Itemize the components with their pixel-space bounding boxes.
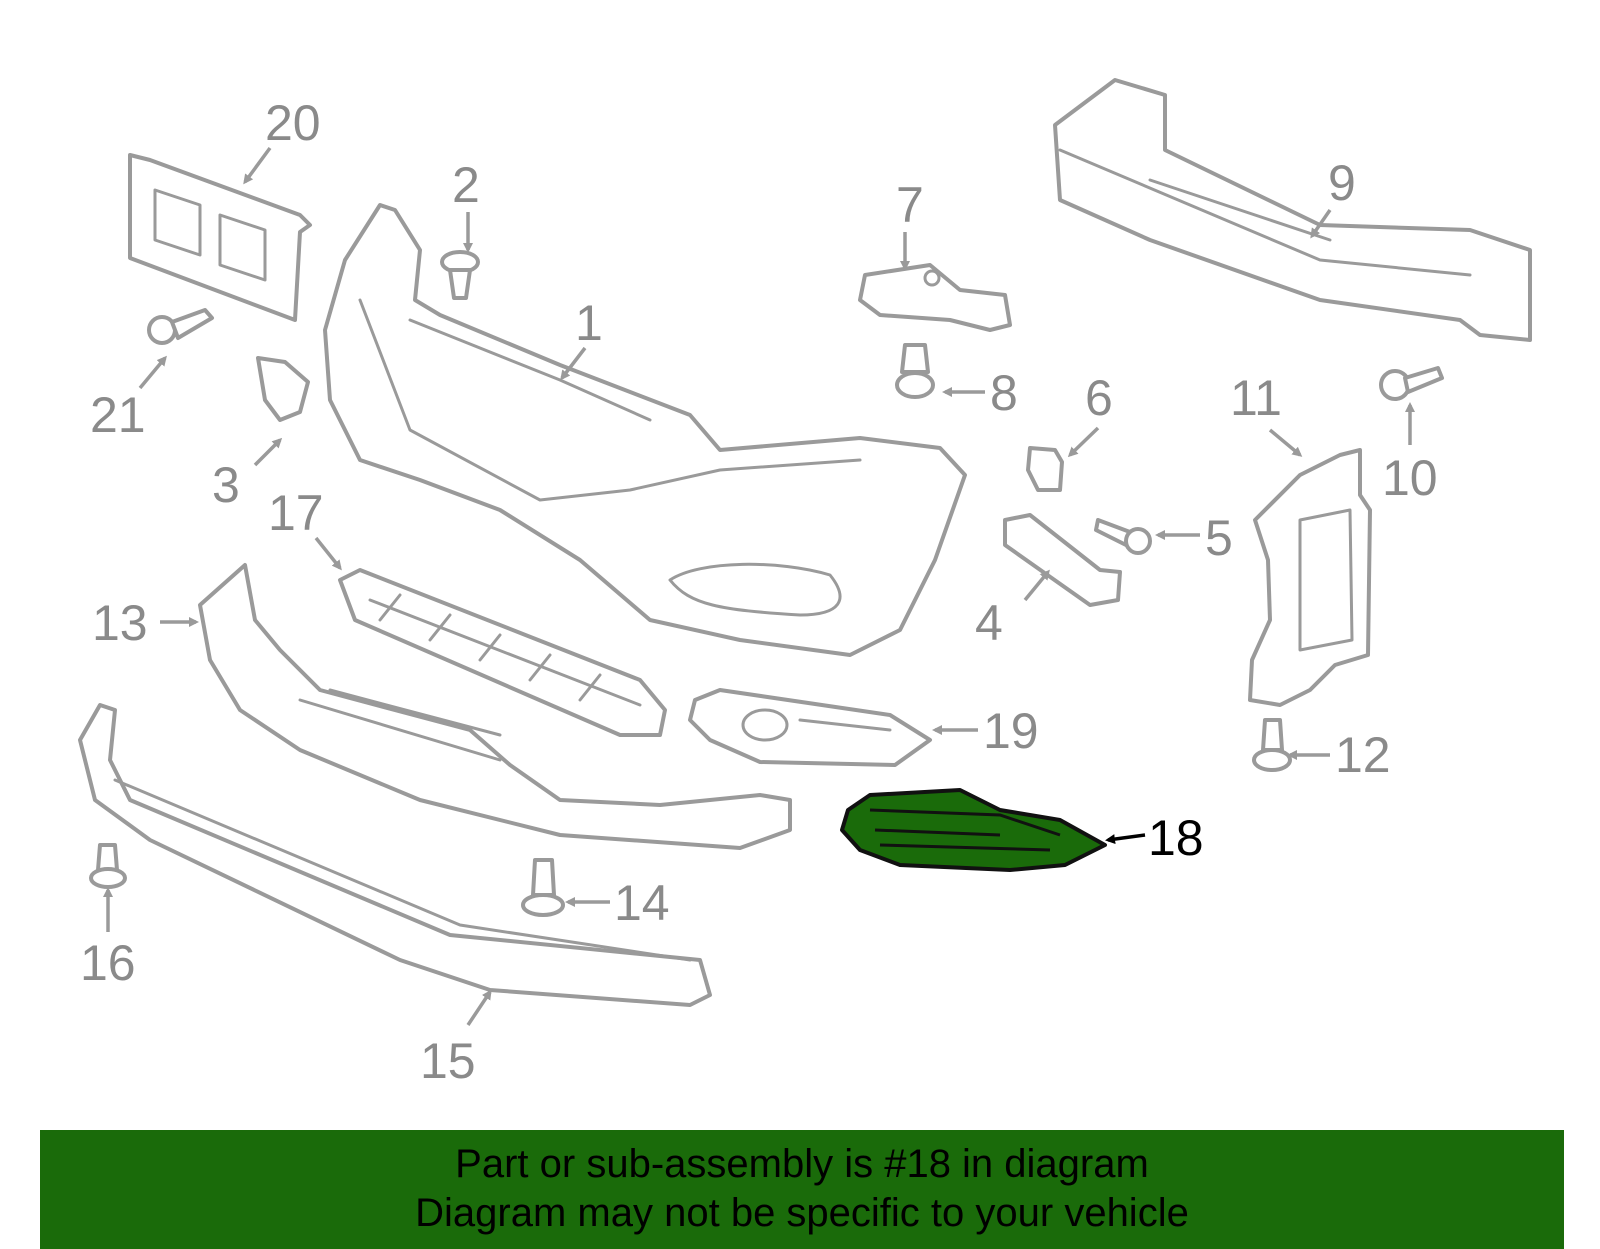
callout-5: 5 [1205, 510, 1233, 566]
part-4-bracket[interactable] [1003, 513, 1122, 607]
callout-16: 16 [80, 935, 136, 991]
part-16-fastener[interactable] [89, 843, 127, 889]
part-14-fastener[interactable] [521, 858, 565, 917]
info-banner: Part or sub-assembly is #18 in diagram D… [40, 1130, 1564, 1249]
callout-3: 3 [212, 457, 240, 513]
part-11-side-bracket[interactable] [1248, 448, 1372, 707]
part-15-lower-lip[interactable] [78, 703, 712, 1007]
callout-21: 21 [90, 387, 146, 443]
callout-6: 6 [1085, 370, 1113, 426]
callout-19: 19 [983, 703, 1039, 759]
callout-15: 15 [420, 1033, 476, 1089]
callout-9: 9 [1328, 155, 1356, 211]
callout-17: 17 [268, 485, 324, 541]
callout-18: 18 [1148, 810, 1204, 866]
callout-12: 12 [1335, 727, 1391, 783]
banner-line-1: Part or sub-assembly is #18 in diagram [455, 1142, 1149, 1186]
part-17-grille[interactable] [338, 568, 667, 737]
part-19-fog-bezel[interactable] [688, 688, 932, 767]
callout-20: 20 [265, 95, 321, 151]
callout-14: 14 [614, 875, 670, 931]
part-21-screw[interactable] [147, 308, 214, 345]
part-13-lower-assembly[interactable] [198, 563, 792, 850]
callout-13: 13 [92, 595, 148, 651]
part-1-bumper-cover[interactable] [323, 203, 967, 657]
part-9-reinforcement-beam[interactable] [1053, 78, 1532, 342]
part-10-bolt[interactable] [1379, 366, 1444, 401]
part-2-push-clip[interactable] [440, 250, 480, 300]
part-20-license-bracket[interactable] [128, 153, 312, 322]
banner-line-2: Diagram may not be specific to your vehi… [415, 1191, 1189, 1235]
callout-8: 8 [990, 365, 1018, 421]
callout-arrows [103, 146, 1415, 1026]
callout-10: 10 [1382, 450, 1438, 506]
part-12-fastener[interactable] [1252, 718, 1292, 772]
part-7-bracket[interactable] [858, 263, 1012, 332]
callout-2: 2 [452, 157, 480, 213]
part-18-fog-garnish-highlighted[interactable] [840, 788, 1107, 872]
part-6-clip[interactable] [1026, 446, 1064, 492]
part-5-screw[interactable] [1094, 518, 1152, 555]
part-8-fastener[interactable] [895, 343, 935, 399]
callout-11: 11 [1230, 370, 1282, 426]
callout-labels: 20 2 1 7 9 8 6 11 10 5 4 21 3 17 13 19 1… [80, 95, 1438, 1089]
callout-4: 4 [975, 595, 1003, 651]
part-3-clip[interactable] [256, 356, 310, 422]
callout-7: 7 [896, 177, 924, 233]
callout-1: 1 [575, 295, 603, 351]
parts-diagram: 20 2 1 7 9 8 6 11 10 5 4 21 3 17 13 19 1… [78, 78, 1532, 1089]
